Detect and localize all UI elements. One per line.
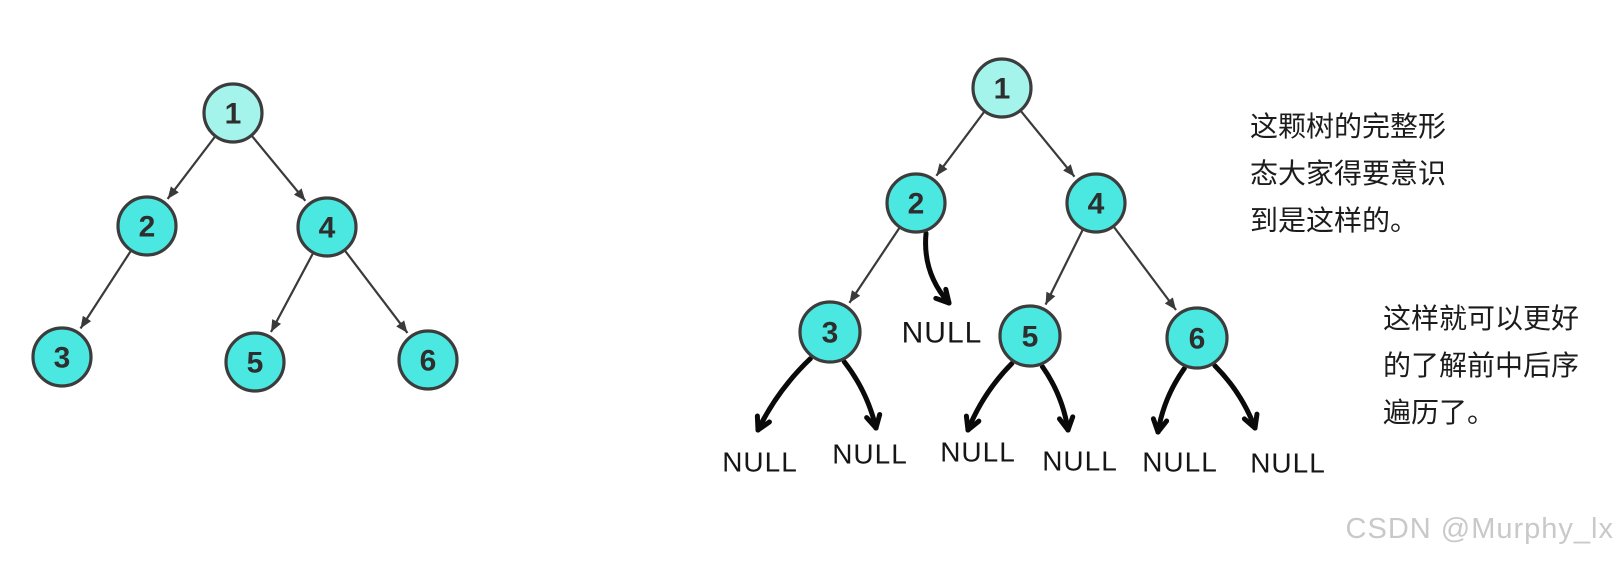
annotation-line: 态大家得要意识 — [1250, 157, 1447, 190]
annotation-complete-tree: 这颗树的完整形 态大家得要意识 到是这样的。 — [1250, 103, 1446, 244]
tree-node-label: 6 — [420, 345, 437, 378]
tree-node-label: 1 — [994, 73, 1011, 106]
tree-node-label: 1 — [225, 98, 242, 131]
tree-node-label: 4 — [1088, 188, 1105, 221]
edge-4-to-5 — [1044, 229, 1084, 306]
csdn-watermark: CSDN @Murphy_lx — [1345, 513, 1614, 545]
annotation-line: 这样就可以更好 — [1383, 302, 1580, 335]
tree-node-label: 3 — [822, 317, 839, 350]
tree-node-label: 5 — [247, 347, 264, 380]
simple-binary-tree: 1 2 4 3 5 6 — [31, 82, 459, 393]
tree-node-6 — [397, 329, 459, 391]
sketch-arrowhead — [1150, 416, 1161, 435]
annotation-line: 这颗树的完整形 — [1250, 110, 1447, 143]
tree-node-label: 5 — [1022, 321, 1039, 354]
sketch-null-arrow — [1155, 365, 1187, 435]
edge-4-to-5 — [270, 252, 314, 333]
edge-2-to-3 — [79, 250, 132, 330]
edge-1-to-4 — [251, 135, 307, 202]
edge-2-to-3 — [848, 227, 901, 304]
edge-4-to-6 — [1113, 226, 1177, 311]
null-label: NULL — [1142, 447, 1218, 478]
null-label: NULL — [1042, 446, 1118, 477]
sketch-null-arrow — [755, 356, 813, 433]
annotation-line: 到是这样的。 — [1250, 204, 1419, 237]
tree-node-5 — [224, 331, 286, 393]
edge-1-to-4 — [1020, 110, 1076, 178]
sketch-arrowhead — [963, 413, 971, 433]
null-label: NULL — [940, 437, 1016, 468]
tree-node-2 — [885, 172, 947, 234]
edge-1-to-2 — [935, 111, 985, 177]
sketch-arrowhead — [1056, 416, 1071, 433]
sketch-null-arrow — [965, 361, 1015, 433]
annotation-traversal: 这样就可以更好 的了解前中后序 遍历了。 — [1383, 295, 1579, 436]
tree-node-label: 4 — [319, 212, 336, 245]
tree-node-label: 6 — [1189, 323, 1206, 356]
tree-node-3 — [798, 300, 862, 364]
sketch-arrowhead — [864, 415, 879, 431]
tree-node-2 — [116, 195, 178, 257]
sketch-null-arrow — [923, 230, 952, 306]
annotation-line: 遍历了。 — [1383, 396, 1496, 429]
sketch-arrowhead — [1241, 416, 1258, 431]
tree-node-label: 2 — [139, 211, 156, 244]
tree-node-3 — [31, 326, 93, 388]
sketch-null-arrow — [1039, 364, 1071, 433]
null-label: NULL — [1250, 448, 1326, 479]
null-label: NULL — [722, 447, 798, 478]
sketch-null-arrow — [1212, 363, 1258, 431]
sketch-arrowhead — [754, 413, 761, 433]
edge-1-to-2 — [166, 136, 216, 200]
tree-node-5 — [998, 304, 1062, 368]
tree-node-1 — [971, 57, 1033, 119]
tree-node-4 — [1065, 172, 1127, 234]
edge-4-to-6 — [344, 250, 409, 334]
tree-node-label: 3 — [54, 342, 71, 375]
tree-node-4 — [296, 196, 358, 258]
null-label: NULL — [832, 439, 908, 470]
tree-node-label: 2 — [908, 188, 925, 221]
null-label: NULL — [902, 317, 983, 350]
tree-node-1 — [202, 82, 264, 144]
annotation-line: 的了解前中后序 — [1383, 349, 1580, 382]
sketch-arrowhead — [933, 295, 952, 306]
sketch-null-arrow — [841, 359, 879, 431]
tree-node-6 — [1165, 306, 1229, 370]
